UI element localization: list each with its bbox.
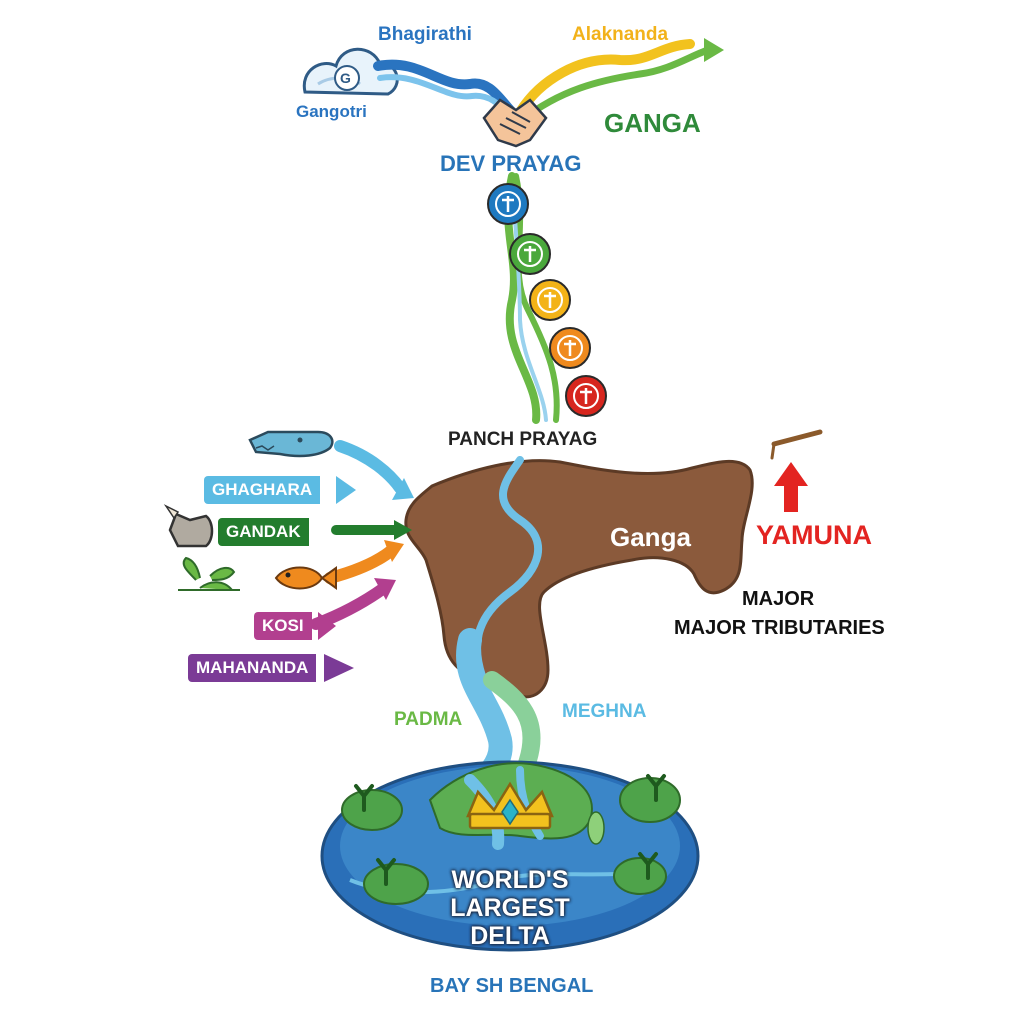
rhino-icon <box>163 504 214 548</box>
tributary-kosi: KOSI <box>254 612 312 640</box>
ganga-upper-label: GANGA <box>604 108 701 138</box>
major-label: MAJOR <box>742 588 815 610</box>
alaknanda-river <box>515 39 695 117</box>
major-tributaries-label: MAJOR TRIBUTARIES <box>674 617 885 639</box>
tributary-arrows <box>310 440 414 630</box>
yamuna-arrow-icon <box>774 462 808 512</box>
panch-prayag-label: PANCH PRAYAG <box>448 429 598 450</box>
padma-label: PADMA <box>394 709 463 730</box>
bay-of-bengal-label: BAY SH BENGAL <box>430 975 594 997</box>
tiger-icon <box>549 327 591 369</box>
flute-icon <box>770 429 823 460</box>
delta-title-line2: LARGEST <box>450 894 570 922</box>
ganga-upper-river <box>518 46 712 124</box>
ganga-arrowhead-icon <box>704 38 724 62</box>
ganga-plain-land <box>404 459 754 699</box>
delta-title-line3: DELTA <box>470 922 550 950</box>
plant-sprout-icon <box>178 556 240 591</box>
palm-tree-icons <box>354 774 666 886</box>
crocodile-icon <box>248 430 334 458</box>
crown-icon <box>466 781 554 830</box>
fish-icon <box>274 566 337 590</box>
delta-title-line1: WORLD'S <box>451 866 569 894</box>
yamuna-label: YAMUNA <box>756 520 873 550</box>
glacier-letter: G <box>340 70 351 86</box>
meghna-label: MEGHNA <box>562 701 647 722</box>
ganga-main-river <box>473 456 542 680</box>
handshake-icon <box>482 98 548 148</box>
bhagirathi-river <box>373 59 517 117</box>
wheel-icon <box>529 279 571 321</box>
mountain-icon <box>565 375 607 417</box>
tributary-mahananda: MAHANANDA <box>188 654 317 682</box>
bhagirathi-label: Bhagirathi <box>378 24 472 45</box>
tributary-ghaghara: GHAGHARA <box>204 476 321 504</box>
lotus-icon <box>509 233 551 275</box>
ganga-plain-label: Ganga <box>610 522 691 552</box>
trident-icon <box>487 183 529 225</box>
delta-title: WORLD'S LARGEST DELTA <box>430 866 590 950</box>
gangotri-label: Gangotri <box>296 102 367 121</box>
dev-prayag-label: DEV PRAYAG <box>440 151 582 176</box>
alaknanda-label: Alaknanda <box>572 24 669 45</box>
prayag-icons <box>487 183 607 417</box>
tributary-gandak: GANDAK <box>218 518 309 546</box>
